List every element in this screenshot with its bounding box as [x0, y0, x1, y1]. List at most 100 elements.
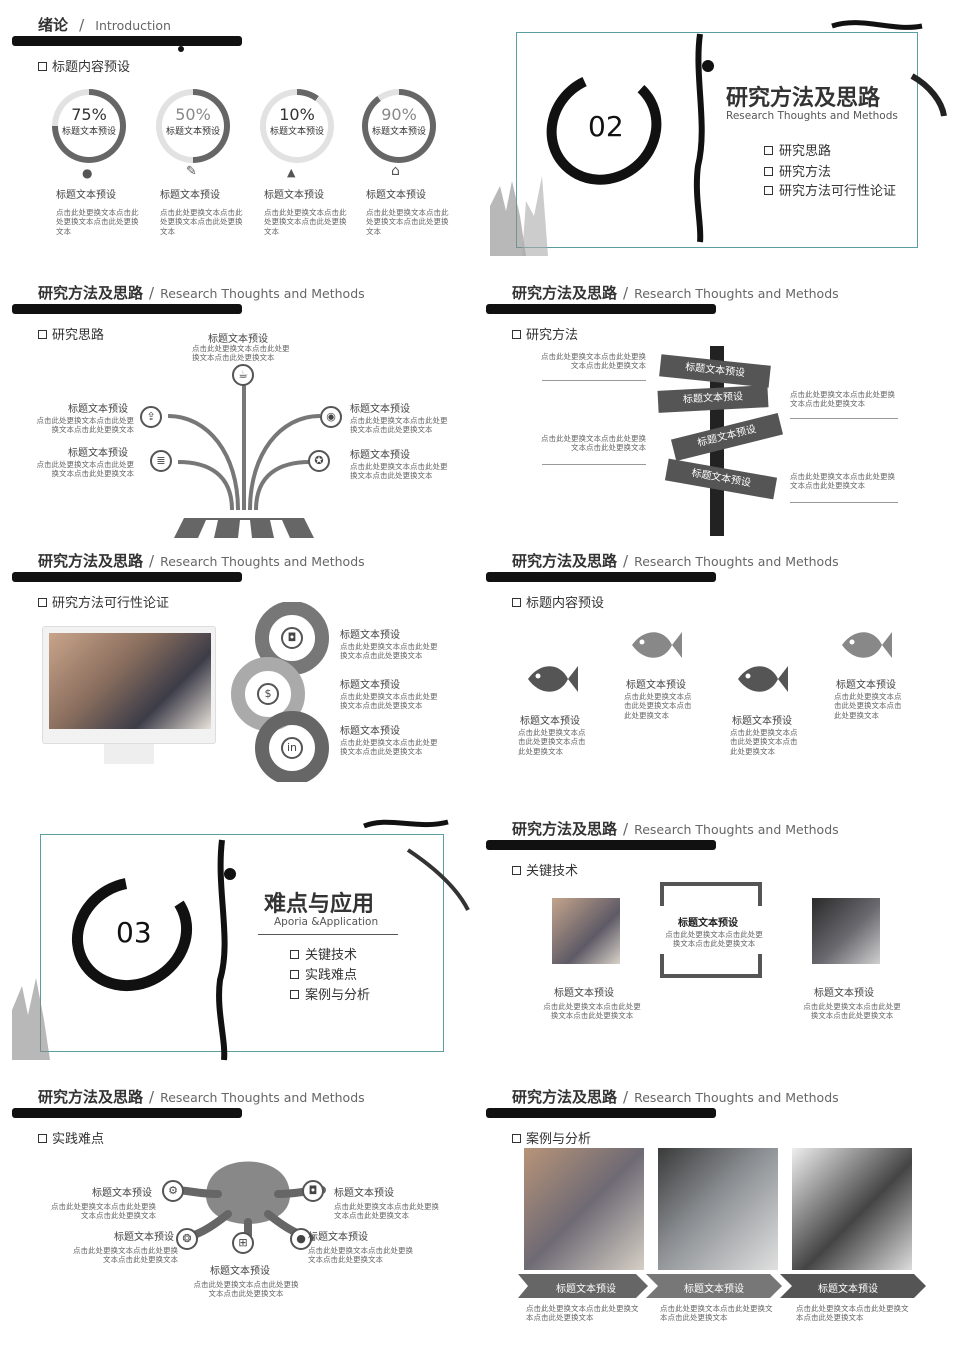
section-number: 02: [588, 110, 624, 143]
item-title: 标题文本预设: [366, 190, 426, 201]
item-title: 标题文本预设: [56, 190, 116, 201]
ink-painting: [12, 819, 470, 1061]
item-title: 标题文本预设: [160, 190, 220, 201]
laptop-photo: [552, 898, 620, 964]
toc-item[interactable]: 研究方法: [764, 161, 831, 180]
section-subtitle: Aporia &Application: [274, 916, 379, 928]
linkedin-icon: in: [281, 737, 303, 759]
fish-icon: [528, 666, 578, 692]
step-title: 标题文本预设: [340, 726, 400, 737]
slide-header: 研究方法及思路/Research Thoughts and Methods: [38, 1088, 365, 1106]
fish-item-body: 点击此处更换文本点击此处更换文本点击此处更换文本: [624, 692, 692, 720]
node-body: 点击此处更换文本点击此处更换文本点击此处更换文本: [192, 344, 290, 363]
slide-section-02: 02 研究方法及思路 Research Thoughts and Methods…: [482, 6, 952, 270]
step-title: 标题文本预设: [340, 630, 400, 641]
instagram-icon: ◘: [281, 627, 303, 649]
node-title: 标题文本预设: [334, 1188, 394, 1199]
divider: [258, 934, 398, 935]
graduation-cap-icon: ▲: [287, 166, 296, 179]
monitor-mockup: [42, 626, 216, 744]
slide-header: 研究方法及思路/Research Thoughts and Methods: [512, 820, 839, 838]
center-frame-gap: [658, 906, 764, 954]
instagram-icon: ◘: [302, 1180, 324, 1202]
progress-ring: 50%标题文本预设: [156, 89, 230, 163]
circular-arrows-diagram: [231, 602, 329, 782]
section-frame: [516, 32, 918, 248]
slide-subtitle: 研究方法: [512, 324, 578, 343]
signpost-arrow: 标题文本预设: [657, 385, 769, 413]
ring-percentage: 10%: [279, 105, 315, 124]
item-body: 点击此处更换文本点击此处更换文本点击此处更换文本: [160, 208, 243, 236]
ring-label: 标题文本预设: [269, 127, 324, 137]
case-photo-3: [792, 1148, 912, 1270]
item-body: 点击此处更换文本点击此处更换文本点击此处更换文本: [366, 208, 449, 236]
section-title: 难点与应用: [264, 892, 375, 917]
slide-subtitle: 关键技术: [512, 860, 578, 879]
ink-brush-stroke: [12, 304, 242, 314]
fish-icon: [632, 632, 682, 658]
slide-header: 研究方法及思路/Research Thoughts and Methods: [512, 1088, 839, 1106]
apple-icon: ●: [290, 1228, 312, 1250]
node-body: 点击此处更换文本点击此处更换文本点击此处更换文本: [334, 1202, 439, 1221]
share-icon: ⇪: [140, 406, 162, 428]
item-body: 点击此处更换文本点击此处更换文本点击此处更换文本: [56, 208, 139, 236]
toc-item[interactable]: 研究思路: [764, 140, 831, 159]
slide-feasibility: 研究方法及思路/Research Thoughts and Methods 研究…: [8, 542, 478, 806]
slide-key-tech: 研究方法及思路/Research Thoughts and Methods 关键…: [482, 810, 952, 1074]
toc-item[interactable]: 研究方法可行性论证: [764, 180, 896, 199]
slide-subtitle: 研究方法可行性论证: [38, 592, 169, 611]
signpost-arrow: 标题文本预设: [670, 413, 784, 461]
node-title: 标题文本预设: [210, 1266, 270, 1277]
ring-label: 标题文本预设: [371, 127, 426, 137]
case-title: 标题文本预设: [556, 1284, 616, 1295]
fish-item-body: 点击此处更换文本点击此处更换文本点击此处更换文本: [518, 728, 586, 756]
node-body: 点击此处更换文本点击此处更换文本点击此处更换文本: [51, 1202, 156, 1221]
case-body: 点击此处更换文本点击此处更换文本点击此处更换文本: [526, 1304, 639, 1323]
section-title-en: Introduction: [95, 18, 171, 33]
slide-subtitle: 案例与分析: [512, 1128, 591, 1147]
section-title-cn: 绪论: [38, 16, 69, 34]
fish-item-title: 标题文本预设: [732, 716, 792, 727]
node-title: 标题文本预设: [68, 404, 128, 415]
header-separator: /: [79, 16, 85, 34]
ink-brush-stroke: [486, 304, 716, 314]
toc-item[interactable]: 实践难点: [290, 964, 357, 983]
node-title: 标题文本预设: [68, 448, 128, 459]
slide-header: 绪论 / Introduction: [38, 14, 171, 35]
user-icon: ●: [82, 166, 93, 180]
monitor-stand: [104, 744, 154, 764]
toc-item[interactable]: 案例与分析: [290, 984, 370, 1003]
ring-percentage: 90%: [381, 105, 417, 124]
award-icon: ✪: [308, 450, 330, 472]
slide-research-thoughts: 研究方法及思路/Research Thoughts and Methods 研究…: [8, 274, 478, 538]
progress-ring: 10% 标题文本预设: [260, 89, 334, 163]
node-title: 标题文本预设: [350, 404, 410, 415]
ink-brush-stroke: [12, 1108, 242, 1118]
ink-brush-stroke: [12, 36, 242, 46]
progress-ring: 90% 标题文本预设: [362, 89, 436, 163]
fish-icon: [842, 632, 892, 658]
divider: [790, 418, 898, 419]
divider: [542, 464, 646, 465]
ring-label: 标题文本预设: [165, 127, 220, 137]
method-text: 点击此处更换文本点击此处更换文本点击此处更换文本: [541, 434, 646, 453]
toc-item[interactable]: 关键技术: [290, 944, 357, 963]
item-body: 点击此处更换文本点击此处更换文本点击此处更换文本: [264, 208, 347, 236]
divider: [790, 502, 898, 503]
slide-case-analysis: 研究方法及思路/Research Thoughts and Methods 案例…: [482, 1078, 952, 1342]
node-body: 点击此处更换文本点击此处更换文本点击此处更换文本: [73, 1246, 178, 1265]
slide-subtitle: 实践难点: [38, 1128, 104, 1147]
slide-subtitle: 标题内容预设: [38, 56, 130, 75]
node-body: 点击此处更换文本点击此处更换文本点击此处更换文本: [36, 460, 135, 479]
aperture-icon: ❂: [176, 1228, 198, 1250]
case-body: 点击此处更换文本点击此处更换文本点击此处更换文本: [796, 1304, 909, 1323]
case-body: 点击此处更换文本点击此处更换文本点击此处更换文本: [660, 1304, 773, 1323]
case-arrow-bar: [518, 1274, 926, 1298]
ink-brush-stroke: [12, 572, 242, 582]
method-text: 点击此处更换文本点击此处更换文本点击此处更换文本: [790, 472, 895, 491]
node-body: 点击此处更换文本点击此处更换文本点击此处更换文本: [36, 416, 135, 435]
slide-research-methods: 研究方法及思路/Research Thoughts and Methods 研究…: [482, 274, 952, 538]
fish-item-body: 点击此处更换文本点击此处更换文本点击此处更换文本: [730, 728, 798, 756]
node-title: 标题文本预设: [208, 334, 268, 345]
step-body: 点击此处更换文本点击此处更换文本点击此处更换文本: [340, 692, 438, 711]
